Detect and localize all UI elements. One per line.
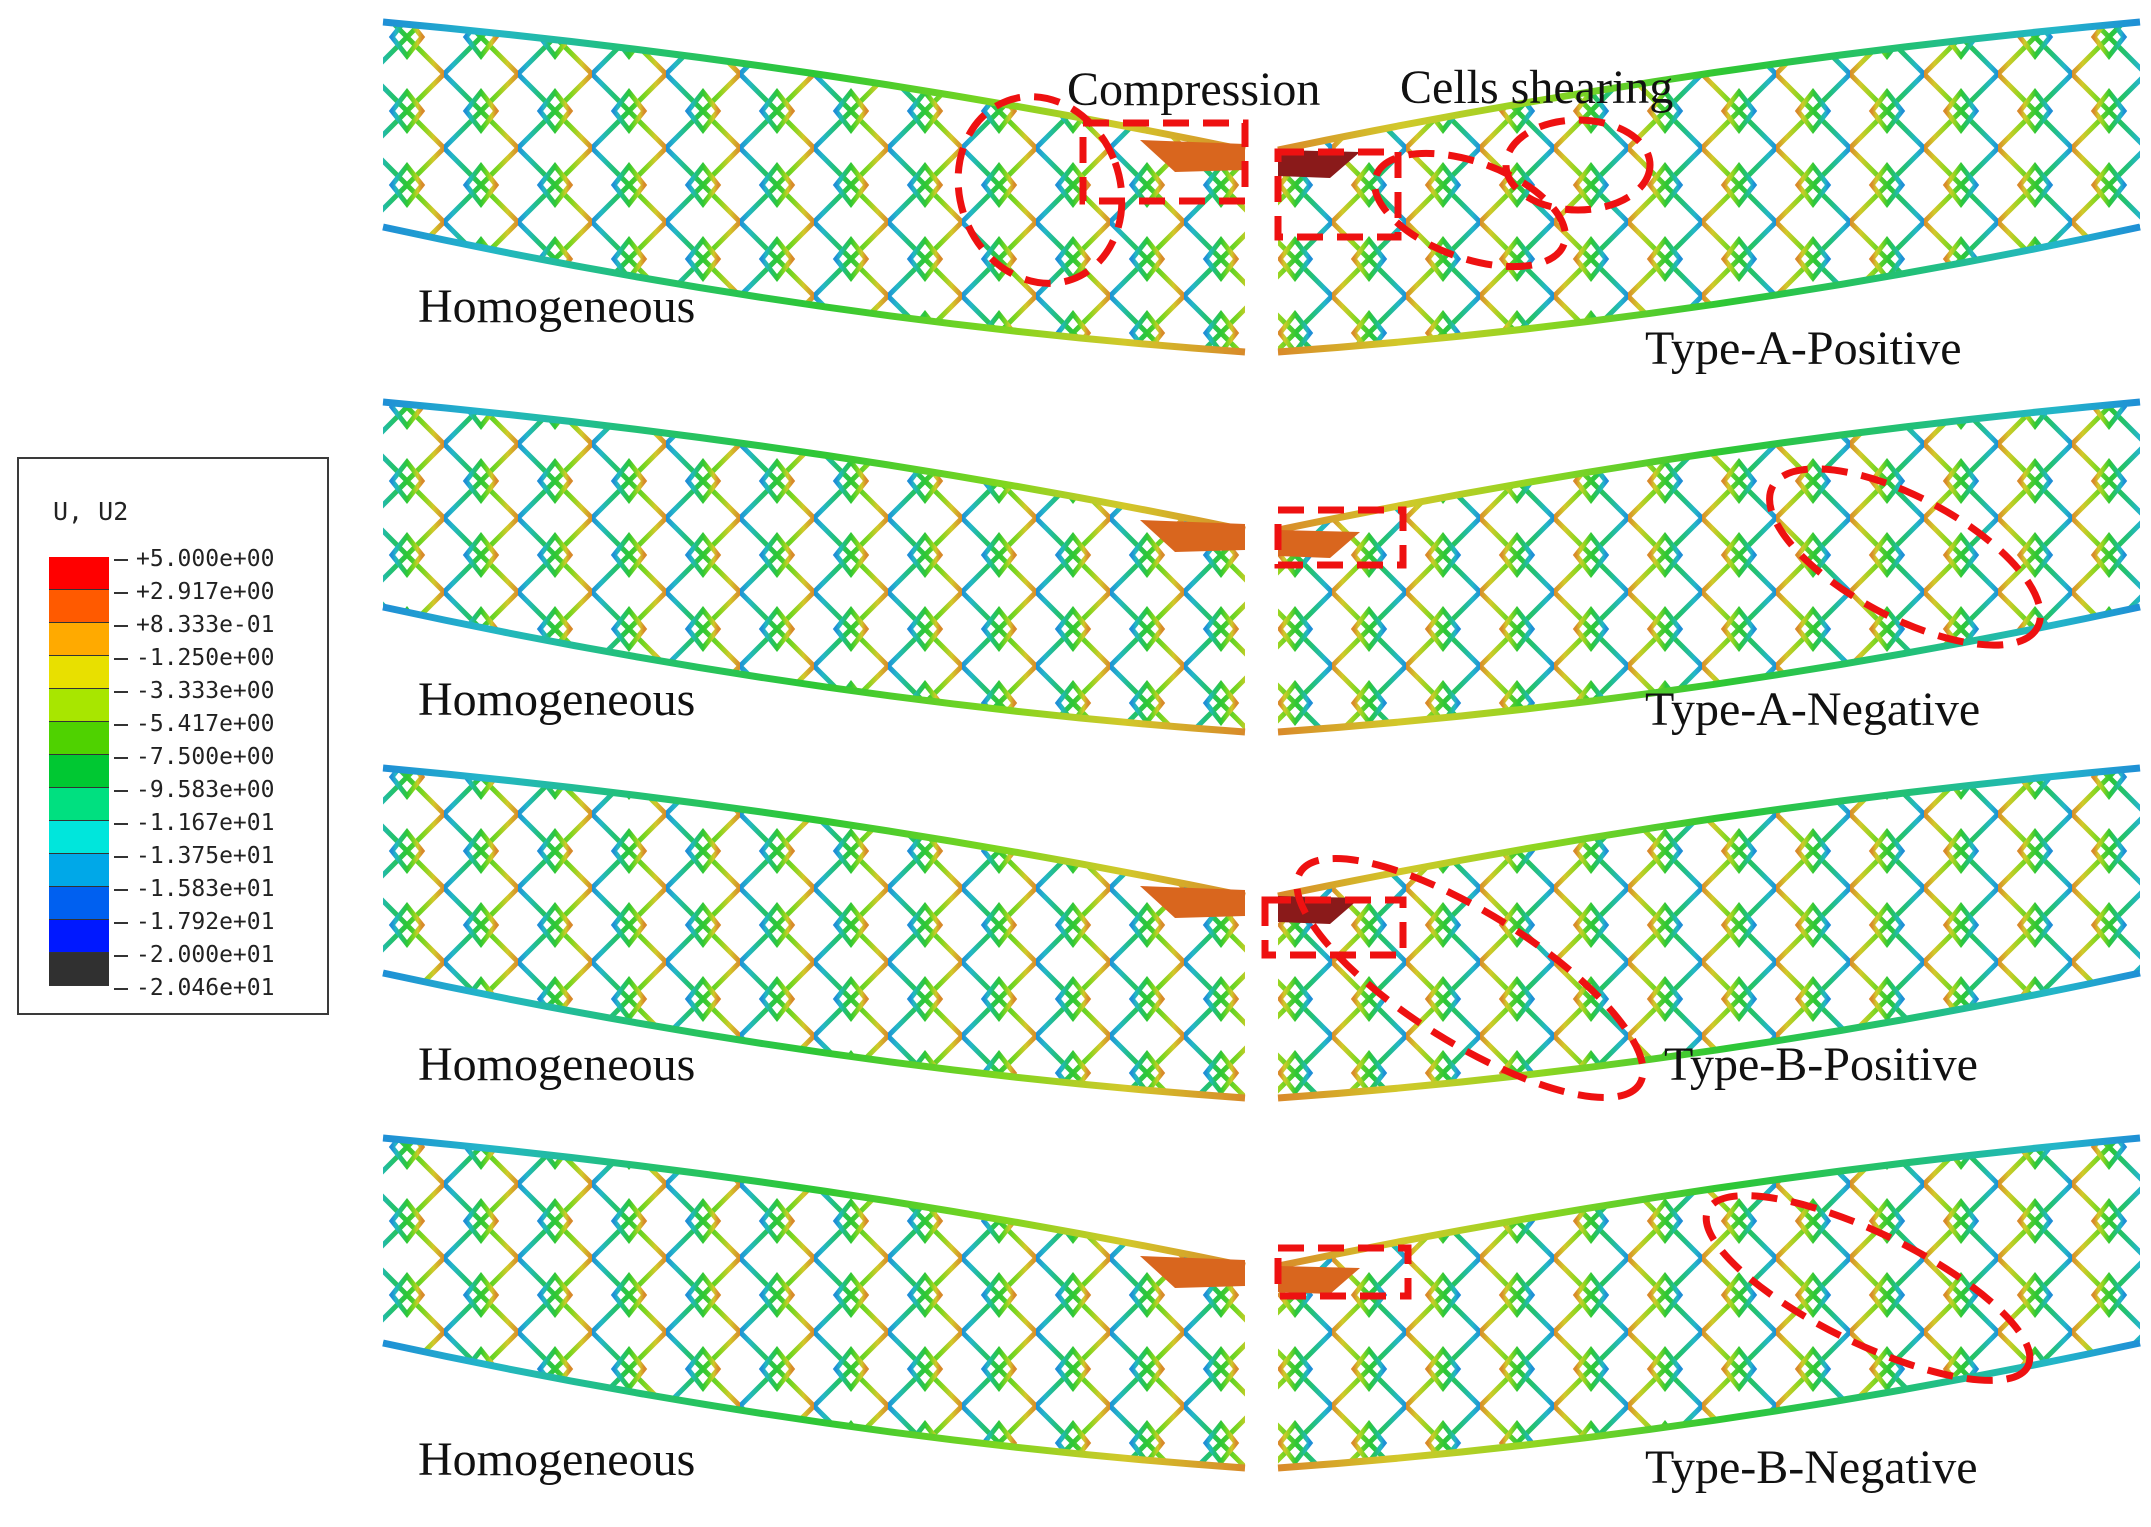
highlight-region xyxy=(1502,116,1654,214)
legend-swatch xyxy=(49,755,109,788)
variant-label: Type-B-Positive xyxy=(1664,1038,1978,1091)
stent-edge xyxy=(1277,969,2141,1102)
stent-edge xyxy=(1277,398,2141,534)
legend-swatch xyxy=(49,722,109,755)
compression-annotation: Compression xyxy=(1067,63,1320,116)
cells-shearing-annotation: Cells shearing xyxy=(1400,61,1673,114)
stent-edge xyxy=(382,603,1246,736)
highlight-region xyxy=(1274,506,1407,569)
legend-swatch xyxy=(49,953,109,986)
contact-zone xyxy=(1278,530,1360,558)
variant-label: Type-B-Negative xyxy=(1645,1441,1978,1494)
highlight-region xyxy=(1261,896,1407,959)
legend-label: -1.375e+01 xyxy=(114,840,274,873)
legend-labels: +5.000e+00+2.917e+00+8.333e-01-1.250e+00… xyxy=(114,543,274,1005)
stent-row: Homogeneous Type-A-Negative xyxy=(382,398,2141,736)
legend-swatch xyxy=(49,887,109,920)
legend-swatch xyxy=(49,920,109,953)
stent-row: Homogeneous Type-B-Negative xyxy=(382,1134,2141,1494)
stent-edge xyxy=(382,969,1246,1102)
legend-swatch xyxy=(49,821,109,854)
legend-label: -2.046e+01 xyxy=(114,972,274,1005)
homogeneous-label: Homogeneous xyxy=(418,1038,695,1091)
stent-edge xyxy=(1277,18,2141,154)
contour-legend: U, U2 +5.000e+00+2.917e+00+8.333e-01-1.2… xyxy=(17,457,329,1015)
highlight-region xyxy=(1274,148,1402,241)
legend-label: -5.417e+00 xyxy=(114,708,274,741)
homogeneous-label: Homogeneous xyxy=(418,673,695,726)
legend-label: -7.500e+00 xyxy=(114,741,274,774)
legend-swatch xyxy=(49,689,109,722)
legend-swatch xyxy=(49,623,109,656)
legend-label: -1.583e+01 xyxy=(114,873,274,906)
contact-zone xyxy=(1278,1266,1360,1294)
stent-edge xyxy=(382,1134,1246,1270)
stent-edge xyxy=(1277,1339,2141,1472)
stent-edge xyxy=(1277,603,2141,736)
contact-zone xyxy=(1140,1256,1245,1288)
homogeneous-label: Homogeneous xyxy=(418,280,695,333)
legend-swatch xyxy=(49,557,109,590)
contact-zone xyxy=(1140,886,1245,918)
legend-label: -1.250e+00 xyxy=(114,642,274,675)
legend-swatch xyxy=(49,656,109,689)
legend-colorbar xyxy=(49,557,109,986)
legend-title: U, U2 xyxy=(53,497,129,526)
stent-edge xyxy=(382,398,1246,534)
variant-label: Type-A-Negative xyxy=(1645,683,1980,736)
contact-zone xyxy=(1140,520,1245,552)
stent-edge xyxy=(1277,764,2141,900)
legend-swatch xyxy=(49,854,109,887)
legend-label: +5.000e+00 xyxy=(114,543,274,576)
highlight-region xyxy=(954,93,1126,287)
highlight-region xyxy=(1766,465,2044,649)
highlight-region xyxy=(1293,855,1647,1101)
stent-edge xyxy=(382,764,1246,900)
legend-swatch xyxy=(49,788,109,821)
highlight-region xyxy=(1371,149,1569,271)
variant-label: Type-A-Positive xyxy=(1645,322,1962,375)
legend-label: -2.000e+01 xyxy=(114,939,274,972)
contact-zone xyxy=(1140,140,1245,172)
stent-edge xyxy=(382,1339,1246,1472)
legend-label: +2.917e+00 xyxy=(114,576,274,609)
legend-label: -3.333e+00 xyxy=(114,675,274,708)
stent-edge xyxy=(382,223,1246,356)
legend-label: -1.792e+01 xyxy=(114,906,274,939)
legend-label: -9.583e+00 xyxy=(114,774,274,807)
stent-edge xyxy=(1277,1134,2141,1270)
highlight-region xyxy=(1079,119,1249,205)
highlight-region xyxy=(1274,1244,1412,1300)
stent-row: Homogeneous Type-B-Positive xyxy=(382,764,2141,1102)
homogeneous-label: Homogeneous xyxy=(418,1433,695,1486)
stent-edge xyxy=(1277,223,2141,356)
legend-label: -1.167e+01 xyxy=(114,807,274,840)
highlight-region xyxy=(1702,1192,2034,1384)
contact-zone xyxy=(1278,150,1360,178)
legend-label: +8.333e-01 xyxy=(114,609,274,642)
stent-edge xyxy=(382,18,1246,154)
legend-swatch xyxy=(49,590,109,623)
